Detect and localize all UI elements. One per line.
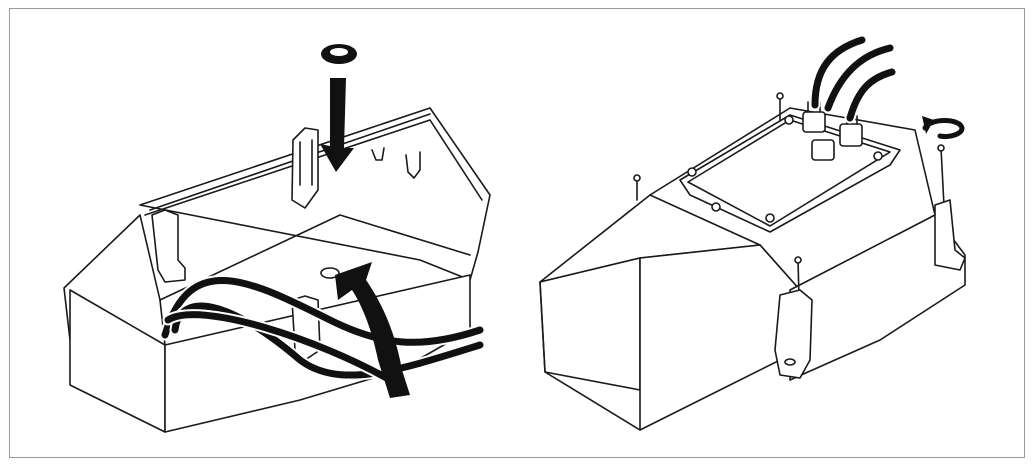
wall-notch	[371, 147, 385, 161]
wall-notch	[405, 151, 421, 179]
mount-post	[774, 289, 813, 379]
signal-cable	[824, 44, 894, 112]
grommet-icon	[321, 44, 357, 64]
housing-nose	[539, 257, 641, 391]
mount-post	[934, 199, 966, 271]
mount-post	[151, 209, 186, 283]
left-panel-housing-open	[63, 44, 491, 433]
signal-cable	[171, 302, 484, 379]
cover-screw	[873, 151, 883, 161]
power-cable	[811, 36, 866, 109]
cover-screw	[687, 167, 697, 177]
right-panel-housing-closed	[539, 34, 966, 431]
insert-arrow-icon	[320, 78, 354, 172]
route-cable-arrow-icon	[335, 262, 410, 398]
power-cable	[161, 277, 484, 346]
mount-post	[291, 127, 319, 209]
cover-screw	[765, 213, 775, 223]
cover-screw	[711, 202, 721, 212]
grommet-hole	[320, 267, 340, 279]
connector-icon	[802, 101, 863, 161]
rotate-screw-icon	[922, 116, 965, 139]
tray-inner-floor	[159, 214, 471, 301]
cover-screw	[784, 115, 794, 125]
tray-bottom-side	[164, 274, 471, 433]
